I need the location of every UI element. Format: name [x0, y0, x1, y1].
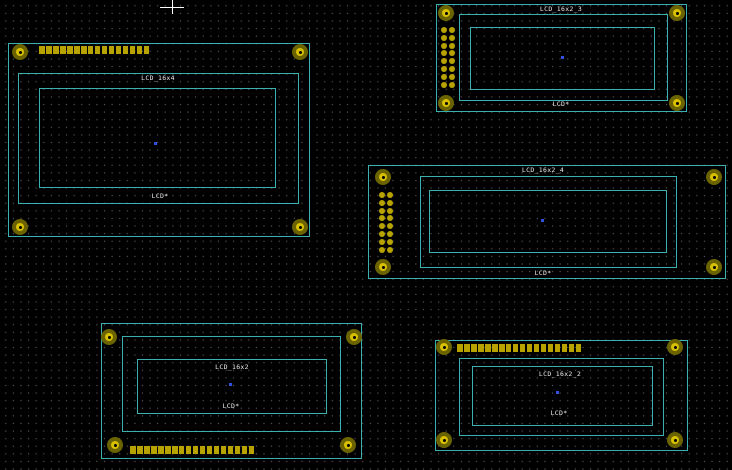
anchor-point — [541, 219, 544, 222]
anchor-point — [556, 391, 559, 394]
mounting-hole-icon[interactable] — [669, 95, 685, 111]
mounting-hole-icon[interactable] — [706, 259, 722, 275]
bezel-outline — [122, 336, 341, 432]
connector-pad-row[interactable] — [457, 344, 582, 352]
mounting-hole-icon[interactable] — [436, 432, 452, 448]
board-outline — [435, 340, 688, 451]
anchor-point — [154, 142, 157, 145]
mounting-hole-icon[interactable] — [292, 44, 308, 60]
mounting-hole-icon[interactable] — [438, 5, 454, 21]
mounting-hole-icon[interactable] — [346, 329, 362, 345]
board-outline — [368, 165, 726, 279]
mounting-hole-icon[interactable] — [375, 169, 391, 185]
mounting-hole-icon[interactable] — [669, 5, 685, 21]
bezel-outline — [459, 358, 664, 436]
footprint-ref-label: LCD* — [222, 402, 240, 410]
mounting-hole-icon[interactable] — [375, 259, 391, 275]
footprint-ref-label: LCD* — [550, 409, 568, 417]
anchor-point — [229, 383, 232, 386]
mounting-hole-icon[interactable] — [438, 95, 454, 111]
mounting-hole-icon[interactable] — [12, 219, 28, 235]
mounting-hole-icon[interactable] — [292, 219, 308, 235]
footprint-ref-label: LCD* — [534, 269, 552, 277]
footprint-value-label: LCD_16x2_4 — [521, 166, 565, 174]
footprint-ref-label: LCD* — [151, 192, 169, 200]
footprint-value-label: LCD_16x2_2 — [538, 370, 582, 378]
display-area — [39, 88, 276, 188]
bezel-outline — [18, 73, 299, 204]
bezel-outline — [459, 14, 668, 101]
connector-pad-row[interactable] — [130, 446, 255, 454]
display-area — [472, 366, 653, 426]
mounting-hole-icon[interactable] — [107, 437, 123, 453]
bezel-outline — [420, 176, 677, 268]
crosshair-cursor-icon — [160, 0, 184, 14]
mounting-hole-icon[interactable] — [667, 432, 683, 448]
mounting-hole-icon[interactable] — [340, 437, 356, 453]
mounting-hole-icon[interactable] — [436, 339, 452, 355]
display-area — [429, 190, 667, 253]
footprint-value-label: LCD_16x2_3 — [539, 5, 583, 13]
footprint-value-label: LCD_16x2 — [215, 363, 249, 371]
display-area — [470, 27, 655, 90]
mounting-hole-icon[interactable] — [12, 44, 28, 60]
connector-pad-row[interactable] — [39, 46, 150, 54]
connector-pad-grid[interactable] — [441, 27, 455, 88]
footprint-ref-label: LCD* — [552, 100, 570, 108]
board-outline — [8, 43, 310, 237]
board-outline — [101, 323, 362, 459]
board-outline — [436, 4, 687, 112]
connector-pad-grid[interactable] — [379, 192, 393, 253]
display-area — [137, 359, 327, 414]
footprint-value-label: LCD_16x4 — [141, 74, 175, 82]
mounting-hole-icon[interactable] — [667, 339, 683, 355]
anchor-point — [561, 56, 564, 59]
mounting-hole-icon[interactable] — [101, 329, 117, 345]
mounting-hole-icon[interactable] — [706, 169, 722, 185]
